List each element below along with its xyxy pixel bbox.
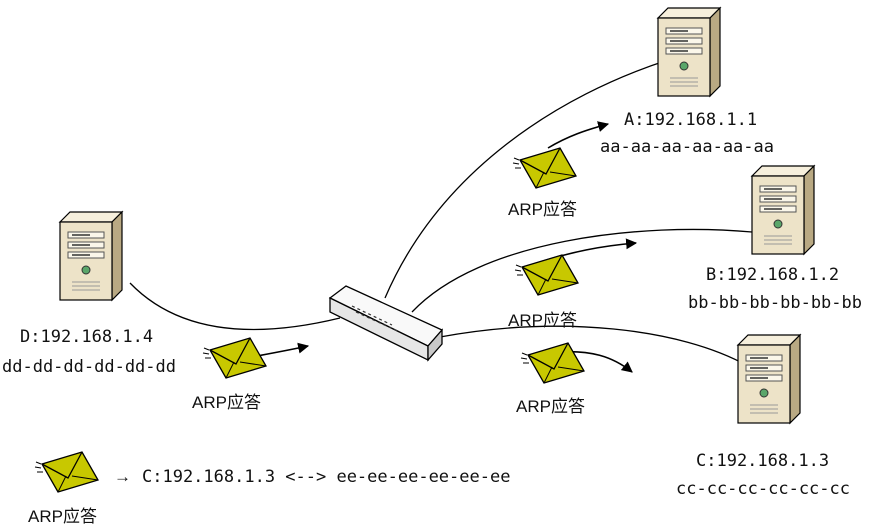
legend-envelope-icon (34, 451, 99, 493)
host-a-ip-label: A:192.168.1.1 (624, 110, 757, 130)
server-c-icon (737, 334, 801, 424)
host-a-mac-label: aa-aa-aa-aa-aa-aa (600, 137, 774, 157)
arp-reply-envelope-d-icon (202, 337, 267, 379)
arp-reply-envelope-c-icon (520, 342, 585, 384)
legend-mapping-text: C:192.168.1.3 <--> ee-ee-ee-ee-ee-ee (142, 467, 510, 487)
legend-envelope-label: ARP应答 (28, 507, 97, 526)
host-c-ip-label: C:192.168.1.3 (696, 451, 829, 471)
legend-arrow-icon: → (114, 467, 131, 486)
server-a-icon (657, 7, 721, 97)
link-d-to-switch (129, 282, 341, 331)
link-switch-to-b (411, 228, 753, 313)
arp-reply-label-d: ARP应答 (192, 393, 261, 412)
arp-reply-label-a: ARP应答 (508, 200, 577, 219)
server-d-icon (59, 211, 123, 301)
host-b-mac-label: bb-bb-bb-bb-bb-bb (688, 293, 862, 313)
link-switch-to-a (384, 59, 669, 299)
arp-reply-envelope-a-icon (512, 147, 577, 189)
arp-reply-label-b: ARP应答 (508, 311, 577, 330)
link-switch-to-c (439, 325, 749, 367)
server-b-icon (751, 165, 815, 255)
host-d-ip-label: D:192.168.1.4 (20, 327, 153, 347)
host-d-mac-label: dd-dd-dd-dd-dd-dd (2, 357, 176, 377)
host-b-ip-label: B:192.168.1.2 (706, 265, 839, 285)
network-switch (328, 285, 444, 362)
host-c-mac-label: cc-cc-cc-cc-cc-cc (676, 479, 850, 499)
arp-reply-envelope-b-icon (514, 254, 579, 296)
flow-arrow-to-a (547, 121, 610, 149)
arp-reply-label-c: ARP应答 (516, 397, 585, 416)
